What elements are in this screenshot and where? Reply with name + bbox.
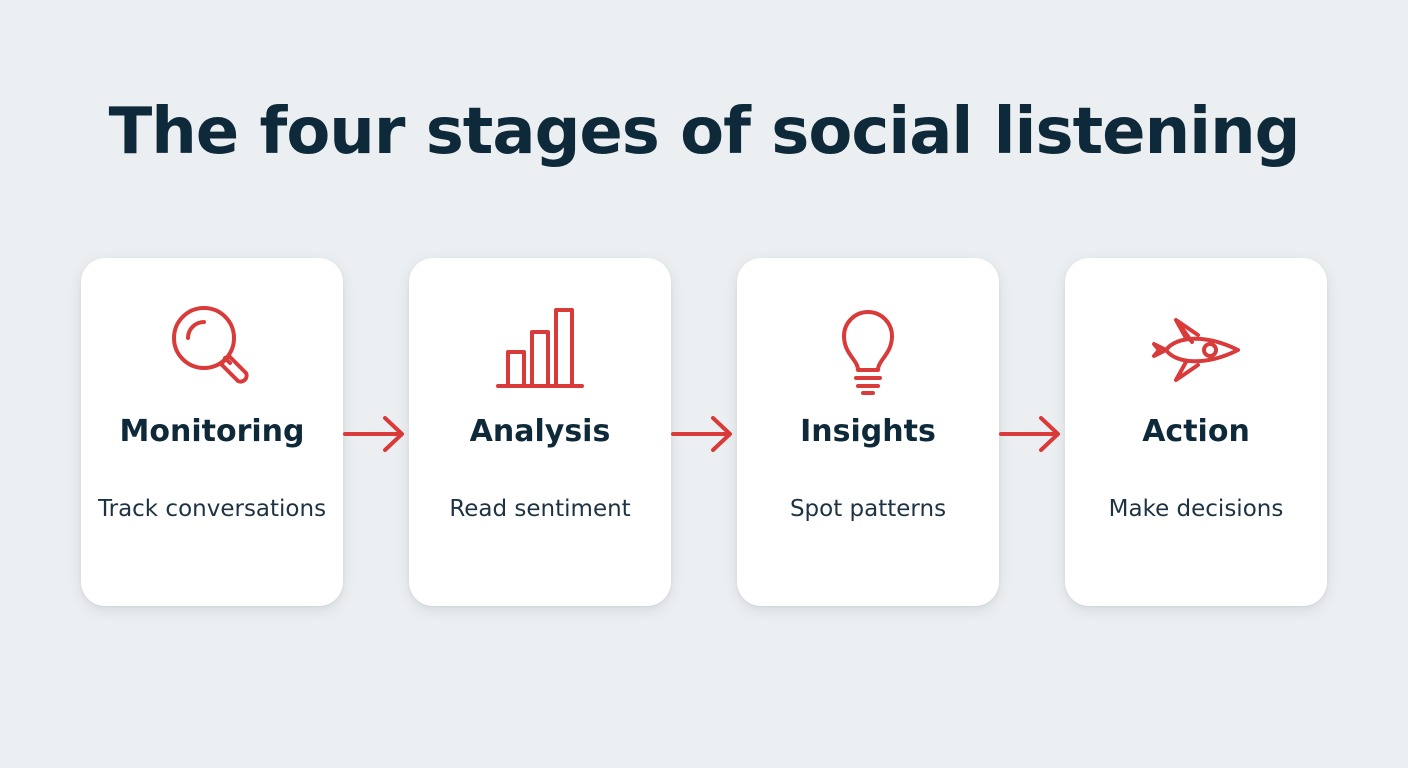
stage-title: Monitoring (119, 414, 305, 449)
stage-card-action: Action Make decisions (1065, 258, 1327, 606)
stage-card-analysis: Analysis Read sentiment (409, 258, 671, 606)
stage-title: Insights (800, 414, 936, 449)
stage-description: Make decisions (1108, 496, 1284, 522)
stage-card-insights: Insights Spot patterns (737, 258, 999, 606)
arrow-right-icon (999, 414, 1063, 454)
stage-title: Action (1142, 414, 1250, 449)
lightbulb-icon (818, 300, 918, 400)
stage-description: Spot patterns (789, 496, 947, 522)
page-title: The four stages of social listening (108, 95, 1301, 169)
bar-chart-icon (490, 300, 590, 400)
rocket-icon (1146, 300, 1246, 400)
stage-description: Read sentiment (449, 496, 631, 522)
arrow-right-icon (671, 414, 735, 454)
stage-title: Analysis (469, 414, 611, 449)
stage-card-monitoring: Monitoring Track conversations (81, 258, 343, 606)
magnifying-glass-icon (162, 300, 262, 400)
arrow-right-icon (343, 414, 407, 454)
stage-description: Track conversations (97, 496, 327, 522)
